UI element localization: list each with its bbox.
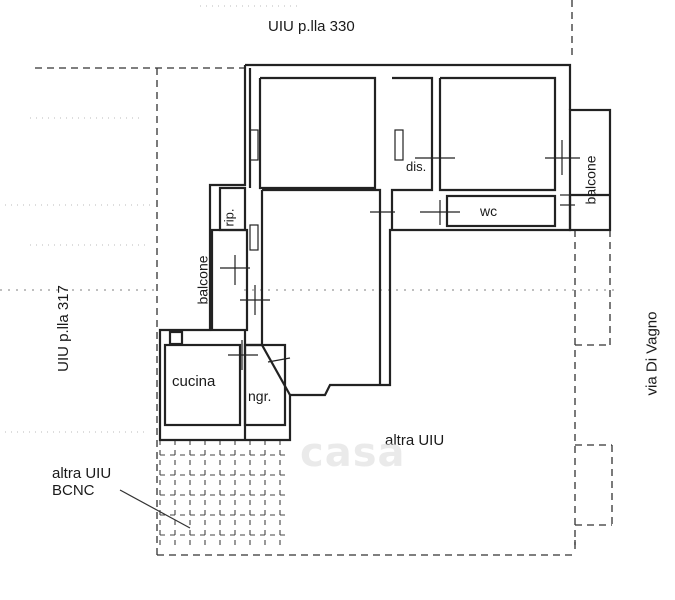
room-balcony-right-label: balcone [582,155,599,205]
watermark: casa [300,430,406,476]
neighbor-top-label: UIU p.lla 330 [268,18,355,35]
bcnc-hatch [159,440,285,550]
property-boundaries [0,0,620,556]
room-entrance-label: ngr. [248,388,272,404]
room-balcony-left-label: balcone [194,255,211,305]
room-landing-label: dis. [406,159,427,174]
other-unit-bcnc-label: altra UIU [52,465,112,482]
room-storage-label: rip. [221,208,237,227]
bcnc-label: BCNC [52,482,95,499]
room-bathroom-label: wc [480,203,498,219]
door-marks [220,129,580,370]
bcnc-leader-line [119,489,191,529]
scan-dots [5,5,300,433]
other-unit-label: altra UIU [385,432,445,449]
neighbor-left-label: UIU p.lla 317 [54,285,72,372]
room-kitchen-label: cucina [172,373,216,390]
street-label: via Di Vagno [643,311,661,396]
apartment-walls [158,63,612,442]
